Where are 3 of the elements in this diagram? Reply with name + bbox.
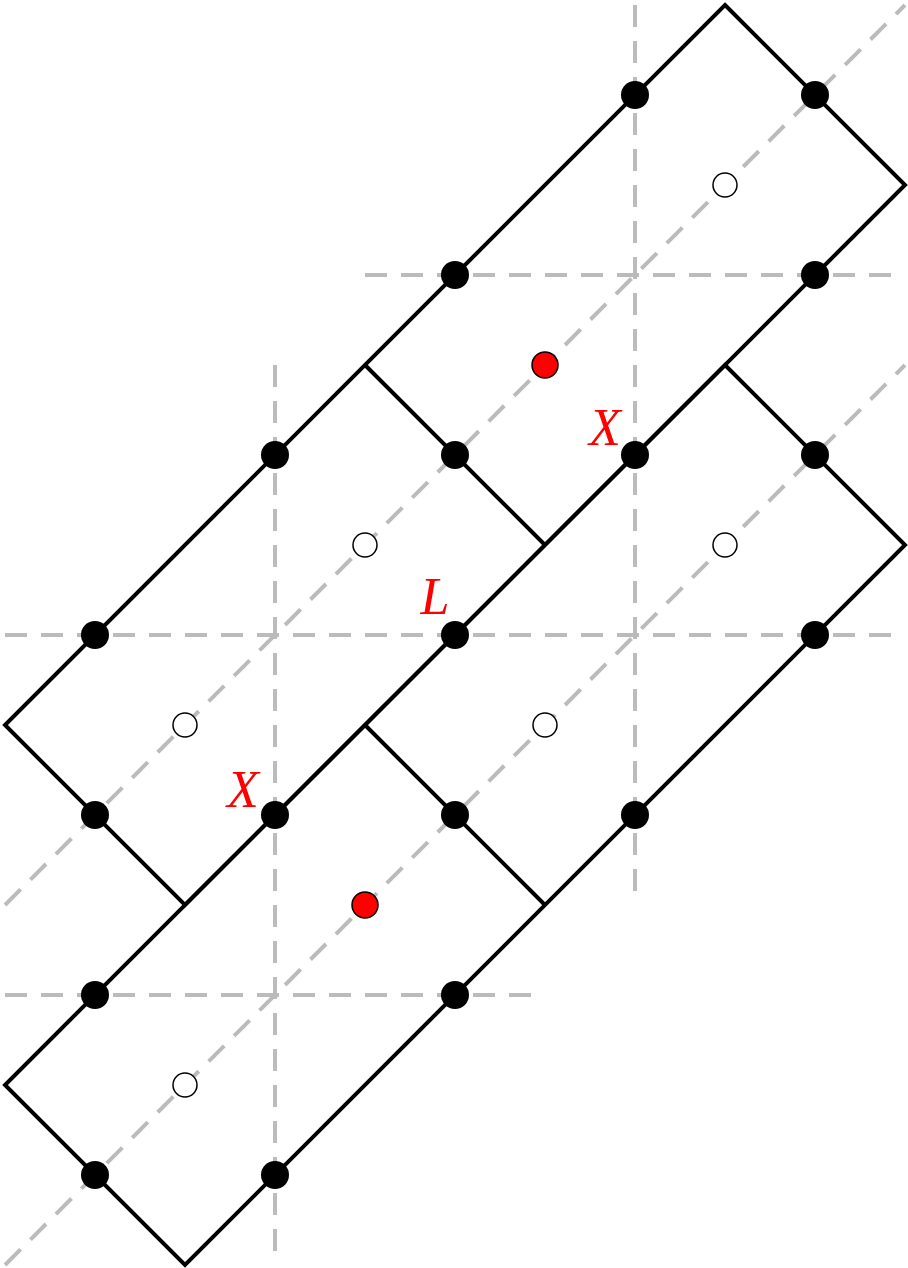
point-label: L xyxy=(420,571,450,623)
point-label: X xyxy=(589,402,621,454)
point-label: X xyxy=(227,764,259,816)
